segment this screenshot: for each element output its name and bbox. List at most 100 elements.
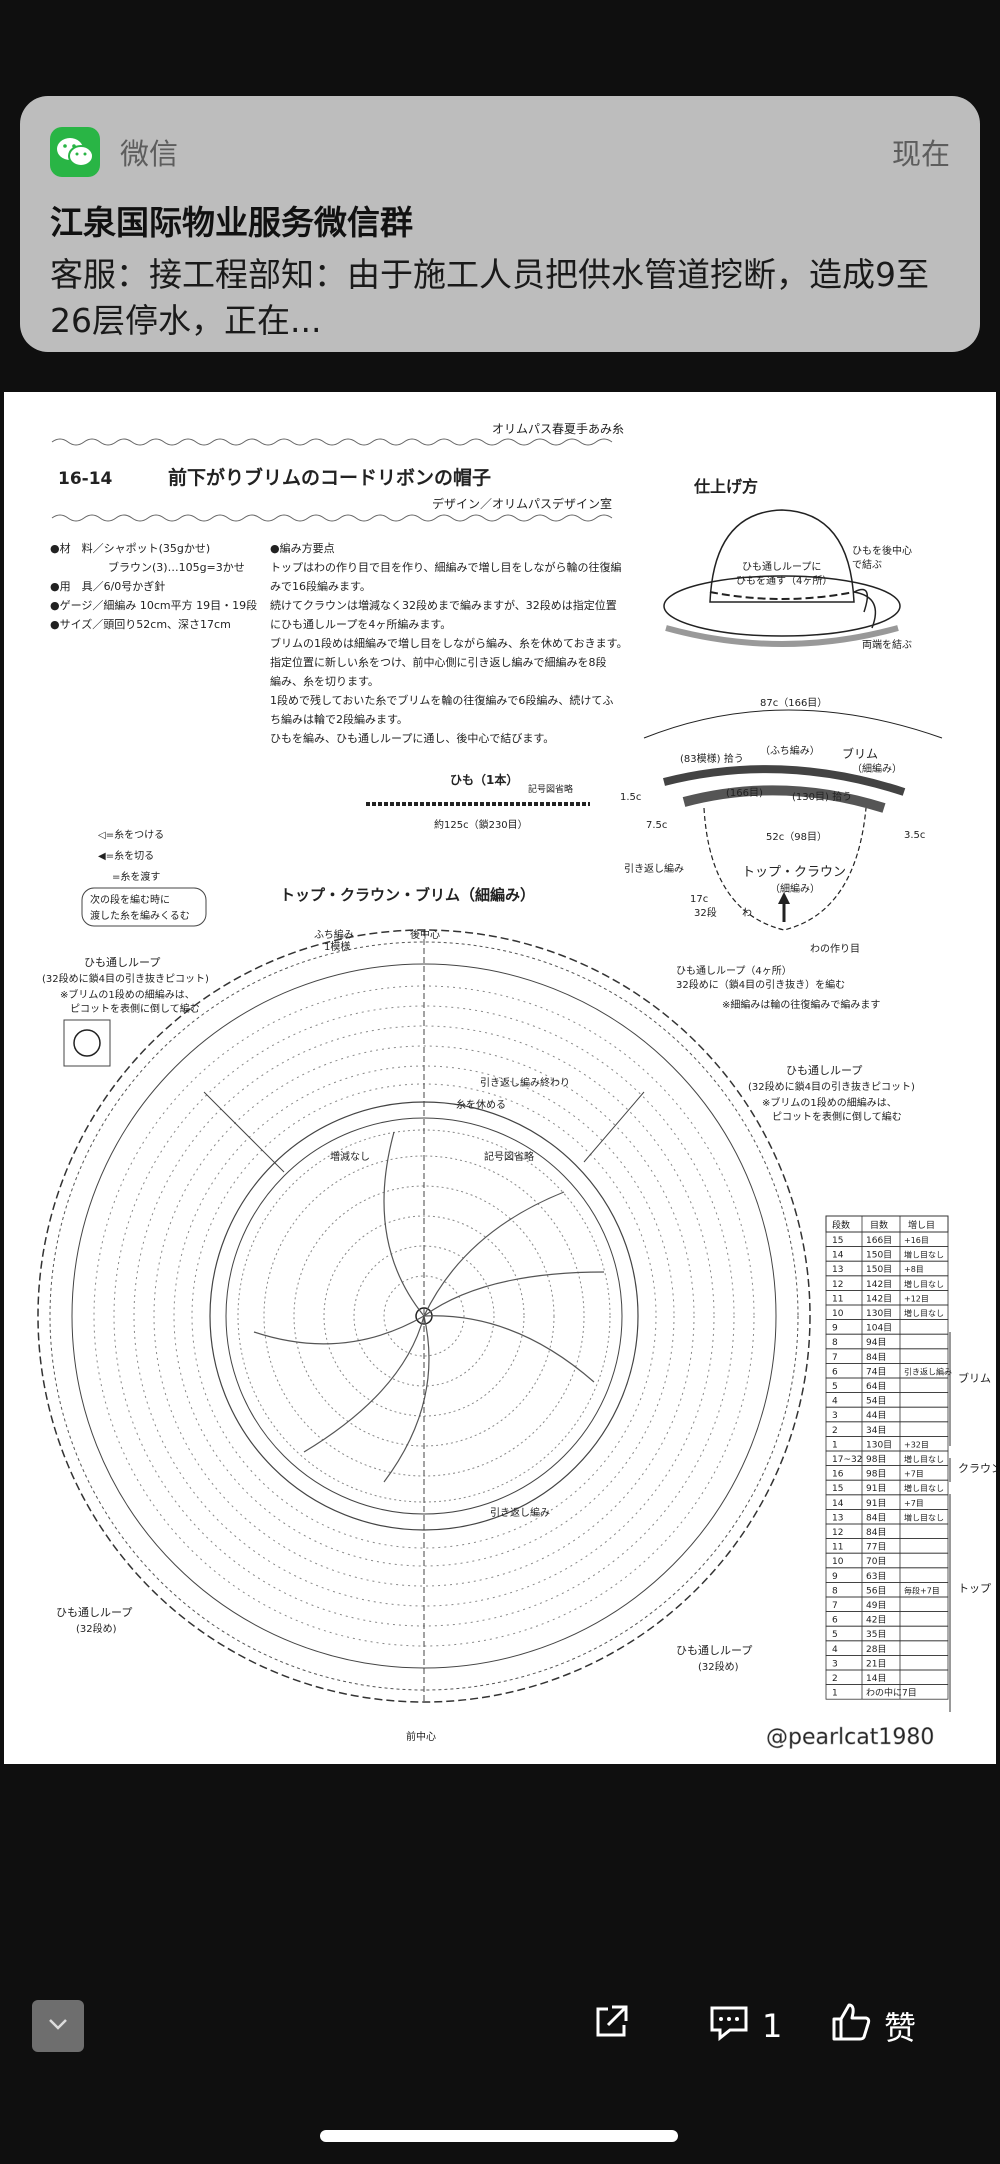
like-button[interactable]: 赞 — [830, 1998, 916, 2054]
table-cell: 16 — [832, 1470, 844, 1480]
finishing-note: ひも通しループに — [742, 561, 821, 573]
table-cell: 35目 — [866, 1629, 886, 1640]
table-cell: 91目 — [866, 1498, 886, 1509]
hat-illustration — [663, 509, 901, 647]
notification-message: 客服：接工程部知：由于施工人员把供水管道挖断，造成9至26层停水，正在... — [50, 255, 929, 340]
instruction-line: ブリムの1段めは細編みで増し目をしながら編み、糸を休めておきます。 — [270, 636, 628, 650]
instruction-line: ち編みは輪で2段編みます。 — [270, 712, 408, 726]
table-cell: 10 — [832, 1557, 844, 1567]
section-diagram — [643, 709, 943, 931]
home-indicator[interactable] — [320, 2130, 678, 2142]
edging-label: (83模様) 拾う — [680, 752, 744, 765]
header-border — [51, 438, 613, 446]
legend-item: 次の段を編む時に — [90, 893, 170, 906]
stitch-count-166: (166目) — [726, 788, 763, 799]
table-cell: 7 — [832, 1353, 838, 1363]
table-cell: 14目 — [866, 1673, 886, 1684]
table-cell: 2 — [832, 1674, 838, 1684]
table-cell: 49目 — [866, 1600, 886, 1611]
table-cell: 14 — [832, 1499, 844, 1509]
comment-button[interactable]: 1 — [708, 1998, 782, 2054]
pattern-image[interactable]: オリムパス春夏手あみ糸 16-14 前下がりブリムのコードリボンの帽子 デザイン… — [4, 392, 996, 1764]
brim-stitch: （細編み） — [852, 762, 902, 775]
edging-name: （ふち編み） — [760, 744, 820, 757]
legend-item: ◀=糸を切る — [98, 850, 154, 862]
table-cell: 98目 — [866, 1454, 886, 1465]
notification-header: 微信 现在 — [50, 126, 950, 178]
materials-line: ●ゲージ／細編み 10cm平方 19目・19段 — [50, 598, 257, 612]
crown-width: 52c（98目） — [766, 831, 827, 843]
table-cell: 28目 — [866, 1644, 886, 1655]
comment-icon — [708, 2002, 750, 2050]
section-labels: 87c（166目） (83模様) 拾う （ふち編み） ブリム （細編み） (16… — [620, 697, 925, 1011]
table-row — [825, 1392, 949, 1408]
table-cell: +8目 — [904, 1265, 924, 1274]
instruction-line: 指定位置に新しい糸をつけ、前中心側に引き返し編みで細編みを8段 — [270, 655, 606, 669]
table-cell: 130目 — [866, 1439, 892, 1450]
table-cell: 5 — [832, 1382, 838, 1392]
edging-label: ふち編み — [314, 928, 354, 941]
depth-17: 17c — [690, 894, 708, 905]
instruction-line: 続けてクラウンは増減なく32段めまで編みますが、32段めは指定位置 — [270, 598, 617, 612]
loops-label: ひも通しループ（4ヶ所） — [676, 965, 792, 977]
legend-item: ◁=糸をつける — [98, 829, 164, 841]
table-cell: 21目 — [866, 1658, 886, 1669]
wechat-icon — [50, 127, 100, 177]
front-center-label: 前中心 — [406, 1730, 436, 1743]
symbol-omitted-label: 記号図省略 — [484, 1150, 534, 1163]
instruction-line: トップはわの作り目で目を作り、細編みで増し目をしながら輪の往復編 — [270, 560, 622, 574]
table-row — [825, 1625, 949, 1642]
loops-row-label: 32段めに（鎖4目の引き抜き）を編む — [676, 978, 845, 991]
series-text: オリムパス春夏手あみ糸 — [492, 422, 624, 436]
table-cell: 54目 — [866, 1396, 886, 1407]
legend-item: 渡した糸を編みくるむ — [90, 909, 190, 922]
chevron-down-icon — [46, 2016, 70, 2036]
table-row — [825, 1538, 949, 1554]
table-cell: 34目 — [866, 1425, 886, 1436]
table-cell: 64目 — [866, 1381, 886, 1392]
table-cell: 13 — [832, 1513, 843, 1523]
table-cell: 2 — [832, 1426, 838, 1436]
table-row — [825, 1552, 949, 1569]
table-cell: 98目 — [866, 1469, 886, 1480]
table-cell: 91目 — [866, 1483, 886, 1494]
table-row — [825, 1333, 949, 1350]
wa-label: わ — [742, 907, 752, 919]
section-label-crown: クラウン — [958, 1462, 996, 1475]
table-row — [825, 1523, 949, 1540]
table-cell: 1 — [832, 1689, 838, 1699]
table-cell: 44目 — [866, 1410, 886, 1421]
table-row — [825, 1494, 949, 1510]
table-cell: 6 — [832, 1616, 838, 1626]
table-cell: +16目 — [904, 1236, 929, 1245]
loop-note-right: ※ブリムの1段めの細編みは、 — [762, 1096, 897, 1109]
back-center-label: 後中心 — [410, 928, 440, 941]
table-cell: 9 — [832, 1324, 838, 1334]
table-cell: 11 — [832, 1294, 843, 1304]
title-border — [51, 514, 613, 522]
edging-repeat: 1模様 — [324, 940, 350, 953]
table-cell: 42目 — [866, 1615, 886, 1626]
share-button[interactable] — [590, 1998, 632, 2054]
table-cell: 63目 — [866, 1571, 886, 1582]
instruction-line: みで16段編みます。 — [270, 579, 371, 593]
collapse-button[interactable] — [32, 2000, 84, 2052]
materials-line: ブラウン(3)…105g=3かせ — [108, 560, 245, 574]
bottom-toolbar: 1 赞 — [0, 1984, 1000, 2068]
pattern-title: 前下がりブリムのコードリボンの帽子 — [168, 466, 491, 489]
table-row — [825, 1596, 949, 1613]
table-row — [825, 1567, 949, 1583]
table-row — [825, 1421, 949, 1437]
table-cell: 56目 — [866, 1585, 886, 1596]
table-row — [825, 1377, 949, 1394]
legend-item: =糸を渡す — [112, 870, 160, 883]
table-cell: 94目 — [866, 1337, 886, 1348]
table-cell: 15 — [832, 1236, 843, 1246]
instruction-line: ●編み方要点 — [270, 541, 335, 555]
loop-note-right: ピコットを表側に倒して編む — [772, 1110, 902, 1123]
watermark: @pearlcat1980 — [766, 1725, 934, 1750]
app-name: 微信 — [120, 137, 179, 171]
notification-banner[interactable]: 微信 现在 江泉国际物业服务微信群 客服：接工程部知：由于施工人员把供水管道挖断… — [20, 96, 980, 352]
